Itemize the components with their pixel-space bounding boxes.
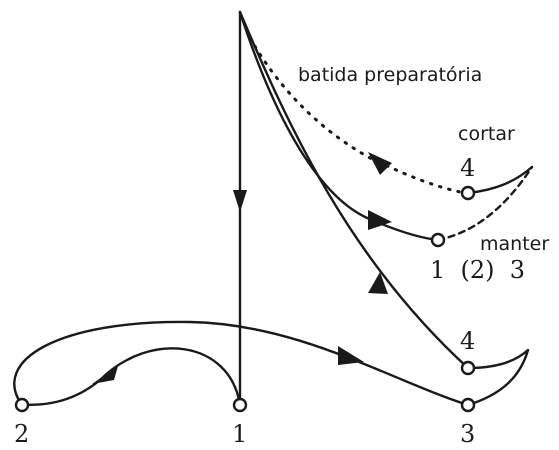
beat-marker-2 xyxy=(14,397,30,413)
beat-number-1: 1 xyxy=(232,420,247,448)
arc-beat-2-to-3 xyxy=(13,320,470,407)
beat-number-2: 2 xyxy=(14,420,29,448)
cut-hook-curve xyxy=(466,165,534,195)
label-hold: manter xyxy=(480,233,549,255)
label-preparatory-beat: batida preparatória xyxy=(298,64,482,86)
preparatory-beat-dotted-curve xyxy=(248,36,467,195)
beat-marker-3 xyxy=(460,397,476,413)
hold-dashed-curve xyxy=(436,165,534,242)
arrowhead-preparatory-icon xyxy=(368,152,392,175)
beat-number-4: 4 xyxy=(460,327,475,355)
arrowhead-down-icon xyxy=(233,190,247,212)
curve-to-hold-beat xyxy=(238,10,440,242)
beat-marker-1 xyxy=(232,397,248,413)
label-cut: cortar xyxy=(458,123,515,145)
arrowhead-right-icon xyxy=(338,346,364,365)
beat-number-cut: 4 xyxy=(460,154,475,182)
diagonal-path-to-beat-4 xyxy=(238,10,470,370)
beat-numbers-hold: 1 (2) 3 xyxy=(430,256,525,284)
beat-marker-hold xyxy=(430,232,446,248)
loop-beat-1-to-2 xyxy=(20,347,242,407)
hook-beat-3-to-4 xyxy=(466,348,530,407)
arrowhead-hold-icon xyxy=(368,210,392,230)
arrowhead-up-icon xyxy=(368,272,388,294)
arrowhead-left-icon xyxy=(92,366,118,384)
beat-number-3: 3 xyxy=(460,420,475,448)
beat-marker-cut xyxy=(460,185,476,201)
beat-marker-4 xyxy=(460,360,476,376)
